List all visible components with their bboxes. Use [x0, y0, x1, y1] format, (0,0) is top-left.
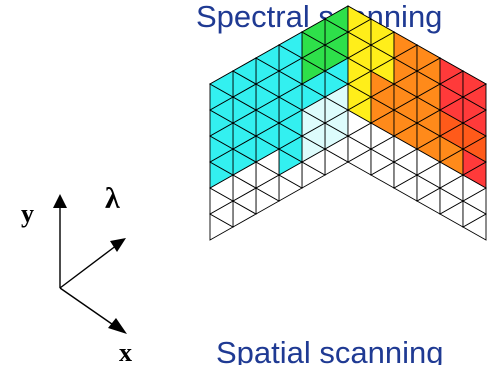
left-face-cell: [209, 70, 234, 98]
axis-lambda-arrowhead: [110, 238, 126, 252]
axis-x-arrowhead: [108, 318, 127, 334]
left-face-cell: [278, 31, 303, 59]
left-face-cell: [232, 57, 257, 85]
right-face-cell: [462, 70, 487, 98]
left-face-cell: [255, 44, 280, 72]
hexagonal-data-cube: [209, 5, 487, 241]
axis-lambda-line: [59, 241, 122, 289]
right-face-cell: [416, 44, 441, 72]
right-face-cell: [347, 5, 372, 33]
axis-diagram: [53, 194, 127, 334]
axis-x-label: x: [119, 338, 132, 365]
right-face-cell: [370, 18, 395, 46]
right-face-cell: [439, 57, 464, 85]
left-face-cell: [301, 18, 326, 46]
axis-lambda-label: λ: [105, 182, 120, 215]
spatial-scanning-label: Spatial scanning: [216, 335, 444, 365]
axis-y-label: y: [21, 199, 34, 228]
axis-y-arrowhead: [53, 194, 67, 208]
right-face-cell: [393, 31, 418, 59]
